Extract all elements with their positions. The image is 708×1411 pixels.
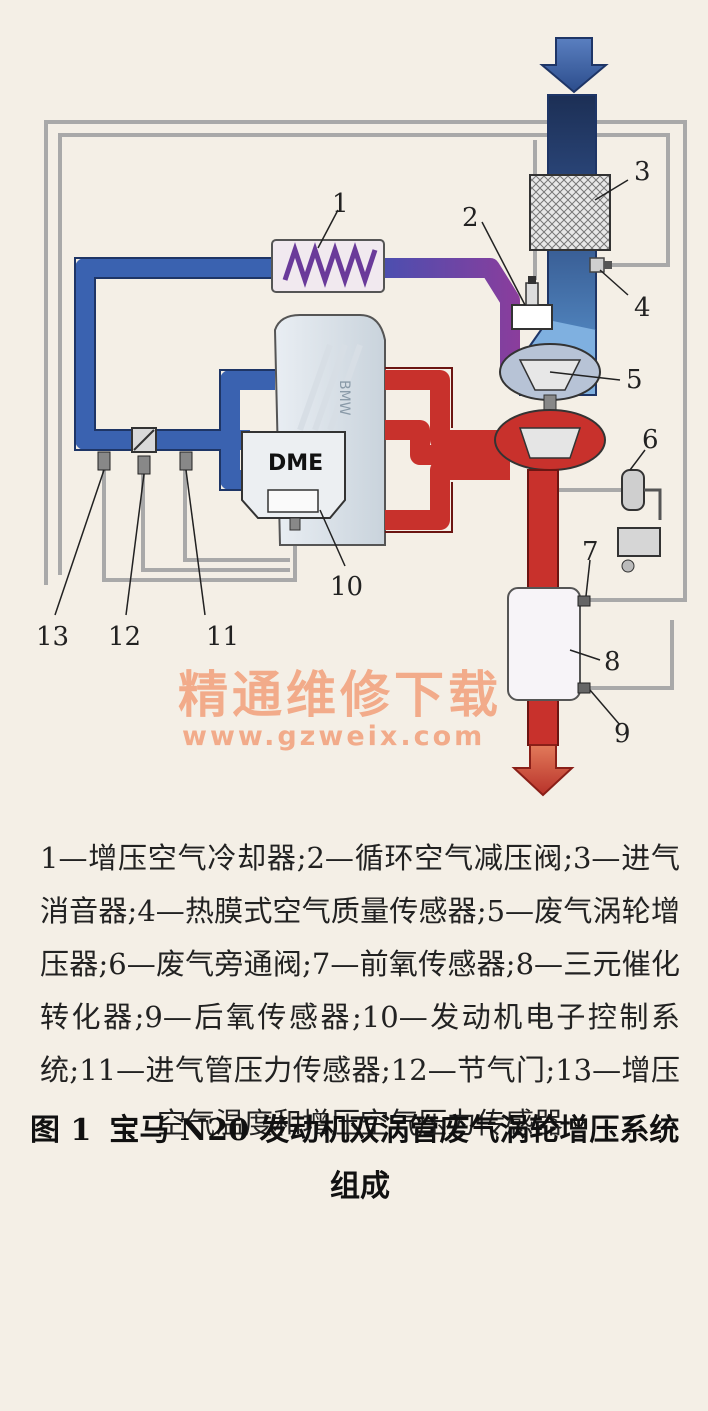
label-5: 5 bbox=[626, 365, 643, 395]
label-2: 2 bbox=[462, 203, 479, 233]
watermark-title: 精通维修下载 bbox=[178, 666, 502, 724]
label-8: 8 bbox=[604, 647, 621, 677]
exhaust-arrow bbox=[511, 744, 575, 797]
figure-caption: 图 1 宝马 N20 发动机双涡管废气涡轮增压系统组成 bbox=[30, 1103, 690, 1215]
exhaust-manifold-outline bbox=[385, 367, 453, 533]
intake-arrow bbox=[539, 37, 609, 94]
leader-lines bbox=[54, 179, 646, 726]
turbine-housing bbox=[494, 409, 606, 471]
label-1: 1 bbox=[332, 189, 349, 219]
figure-title: 宝马 N20 发动机双涡管废气涡轮增压系统组成 bbox=[109, 1113, 680, 1204]
dme-unit: DME bbox=[241, 431, 346, 531]
part-numbers: 1 2 3 4 5 6 7 8 9 10 11 12 13 bbox=[36, 157, 659, 749]
label-10: 10 bbox=[330, 572, 363, 602]
oxygen-sensors bbox=[577, 595, 591, 694]
label-4: 4 bbox=[634, 293, 651, 323]
label-13: 13 bbox=[36, 622, 69, 652]
legend-text: 1—增压空气冷却器;2—循环空气减压阀;3—进气消音器;4—热膜式空气质量传感器… bbox=[40, 841, 680, 1140]
dme-label: DME bbox=[268, 451, 323, 476]
bmw-mark: BMW bbox=[336, 380, 352, 416]
recirculation-valve bbox=[511, 276, 553, 330]
throttle-body bbox=[131, 427, 157, 453]
catalytic-converter bbox=[507, 587, 581, 701]
air-mass-sensor bbox=[589, 257, 612, 273]
label-6: 6 bbox=[642, 425, 659, 455]
figure-number: 图 1 bbox=[30, 1113, 92, 1148]
intake-sensors bbox=[97, 451, 193, 475]
watermark: 精通维修下载 www.gzweix.com bbox=[178, 666, 502, 752]
intake-silencer bbox=[529, 174, 611, 251]
compressed-air-pipe bbox=[380, 258, 528, 388]
wastegate-valve bbox=[617, 469, 662, 573]
intercooler bbox=[271, 239, 385, 293]
label-3: 3 bbox=[634, 157, 651, 187]
label-11: 11 bbox=[206, 622, 239, 652]
turbo-system-diagram: BMW DME bbox=[36, 37, 687, 797]
watermark-url: www.gzweix.com bbox=[182, 721, 485, 752]
exhaust-manifold bbox=[385, 370, 510, 530]
label-7: 7 bbox=[582, 537, 599, 567]
label-12: 12 bbox=[108, 622, 141, 652]
label-9: 9 bbox=[614, 719, 631, 749]
